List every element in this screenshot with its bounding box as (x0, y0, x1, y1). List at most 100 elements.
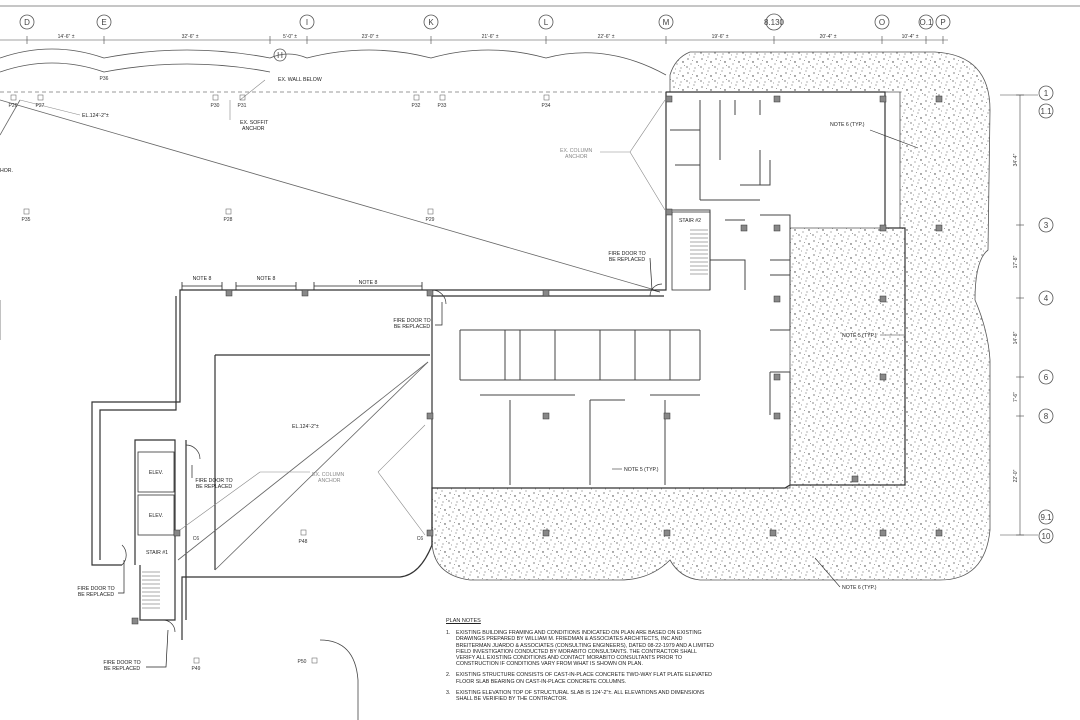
note-8-label: NOTE 8 (193, 276, 212, 282)
plan-notes-title: PLAN NOTES (446, 618, 481, 624)
note-8-markers (181, 282, 423, 290)
column-tag-label: C6 (417, 536, 424, 542)
plan-note-item: 2. EXISTING STRUCTURE CONSISTS OF CAST-I… (446, 672, 716, 684)
dimension-text: 10'-4" ± (902, 34, 919, 40)
column-tag-label: P32 (412, 103, 421, 109)
plan-note-item: 1. EXISTING BUILDING FRAMING AND CONDITI… (446, 630, 716, 667)
fire-door-label: FIRE DOOR TO (195, 478, 232, 484)
column-tag-label: P48 (299, 539, 308, 545)
column-tag-label: P35 (22, 217, 31, 223)
plan-note-number: 1. (446, 630, 451, 637)
grid-label: O.1 (920, 18, 933, 27)
anchor-label: ANCHOR (318, 478, 341, 484)
grid-bubbles-right: 34'-4" 17'-8" 14'-8" 7'-6" 22'-0" 1 1.1 … (1000, 85, 1054, 544)
leader-lines (19, 79, 666, 536)
fire-door-label: FIRE DOOR TO (103, 660, 140, 666)
note-5-label: NOTE 5 (TYP.) (624, 467, 659, 473)
elevators: ELEV. ELEV. (137, 451, 175, 536)
stair-label: STAIR #2 (679, 218, 701, 224)
fire-door-label: BE REPLACED (394, 324, 431, 330)
grid-label: E (101, 18, 106, 27)
edge-label: HOR. (0, 168, 13, 174)
grid-label: 10 (1042, 532, 1051, 541)
dimension-text: 22'-0" (1013, 469, 1019, 482)
grid-bubble: P (935, 14, 951, 30)
grid-label: 9.1 (1040, 513, 1052, 522)
grid-bubble: K (423, 14, 439, 30)
grid-bubble: 6 (1038, 369, 1054, 385)
plan-note-item: 3. EXISTING ELEVATION TOP OF STRUCTURAL … (446, 690, 716, 702)
dimension-text: 14'-6" ± (58, 34, 75, 40)
grid-bubble: O (874, 14, 890, 30)
fire-door-label: FIRE DOOR TO (608, 251, 645, 257)
column-tag-label: P28 (224, 217, 233, 223)
plan-note-text: EXISTING ELEVATION TOP OF STRUCTURAL SLA… (456, 689, 705, 703)
grid-label: 8 (1044, 412, 1049, 421)
dimension-text: 34'-4" (1013, 153, 1019, 166)
column-tag-label: P33 (438, 103, 447, 109)
column-tag-label: P50 (298, 659, 307, 665)
grid-label: 4 (1044, 294, 1049, 303)
ex-column-label: EX. COLUMN (560, 148, 593, 154)
grid-label: K (428, 18, 434, 27)
interior-walls (459, 100, 791, 485)
grid-label: 1 (1044, 89, 1049, 98)
dimension-text: 22'-6" ± (598, 34, 615, 40)
elevation-label: EL.124'-2"± (82, 113, 109, 119)
grid-label: 1.1 (1040, 107, 1052, 116)
column-tag-label: C6 (193, 536, 200, 542)
dimension-text: 17'-8" (1013, 255, 1019, 268)
column-tags: P26 P27 P30 P31 P32 P33 P34 P35 P28 P29 … (9, 76, 551, 672)
grid-label: L (544, 18, 549, 27)
anchor-label: ANCHOR (242, 126, 265, 132)
elevation-label: EL.124'-2"± (292, 424, 319, 430)
dimension-text: 20'-4" ± (820, 34, 837, 40)
grid-label: 3 (1044, 221, 1049, 230)
dimension-line-top: 14'-6" ± 32'-6" ± 5'-0" ± 23'-0" ± 21'-6… (0, 34, 948, 44)
grid-bubble: 8 (1038, 408, 1054, 424)
grid-bubble: L (538, 14, 554, 30)
grid-bubble: 1 (1038, 85, 1054, 101)
note-8-label: NOTE 8 (359, 280, 378, 286)
stair-2: STAIR #2 (671, 211, 711, 291)
grid-bubble: 4 (1038, 290, 1054, 306)
fire-door-label: FIRE DOOR TO (77, 586, 114, 592)
note-5-label: NOTE 5 (TYP.) (842, 333, 877, 339)
note-6-label: NOTE 6 (TYP.) (830, 122, 865, 128)
columns (131, 95, 943, 625)
dimension-text: 32'-6" ± (182, 34, 199, 40)
fire-door-label: BE REPLACED (196, 484, 233, 490)
column-tag-label: P29 (426, 217, 435, 223)
stair-1: STAIR #1 (142, 550, 168, 609)
ex-column-label: EX. COLUMN (312, 472, 345, 478)
grid-label: D (24, 18, 30, 27)
building-outline (91, 91, 906, 640)
fire-door-label: BE REPLACED (78, 592, 115, 598)
dimension-text: 14'-8" (1013, 331, 1019, 344)
elevator-label: ELEV. (149, 513, 163, 519)
grid-bubble: 10 (1038, 528, 1054, 544)
grid-bubble: D (19, 14, 35, 30)
ex-wall-label: EX. WALL BELOW (278, 77, 322, 83)
grid-bubble: 9.1 (1038, 509, 1054, 525)
grid-bubble: E (96, 14, 112, 30)
anchor-label: ANCHOR (565, 154, 588, 160)
plan-note-number: 3. (446, 689, 451, 696)
fire-door-callouts: FIRE DOOR TO BE REPLACED FIRE DOOR TO BE… (77, 251, 661, 672)
stair-label: STAIR #1 (146, 550, 168, 556)
column-tag-label: P26 (9, 103, 18, 109)
grid-bubbles-top: D E H I K L M 8.130 O O.1 P (19, 13, 951, 62)
column-tag-label: P30 (211, 103, 220, 109)
elevator-label: ELEV. (149, 470, 163, 476)
grid-label: P (940, 18, 945, 27)
plan-note-text: EXISTING BUILDING FRAMING AND CONDITIONS… (456, 630, 714, 668)
grid-bubble: 3 (1038, 217, 1054, 233)
grid-label: O (879, 18, 885, 27)
grid-bubble: M (658, 14, 674, 30)
fire-door-label: BE REPLACED (104, 666, 141, 672)
grid-label: H (277, 51, 283, 60)
dimension-text: 5'-0" ± (283, 34, 297, 40)
note-6-label: NOTE 6 (TYP.) (842, 585, 877, 591)
stippled-slab-area (431, 51, 991, 581)
